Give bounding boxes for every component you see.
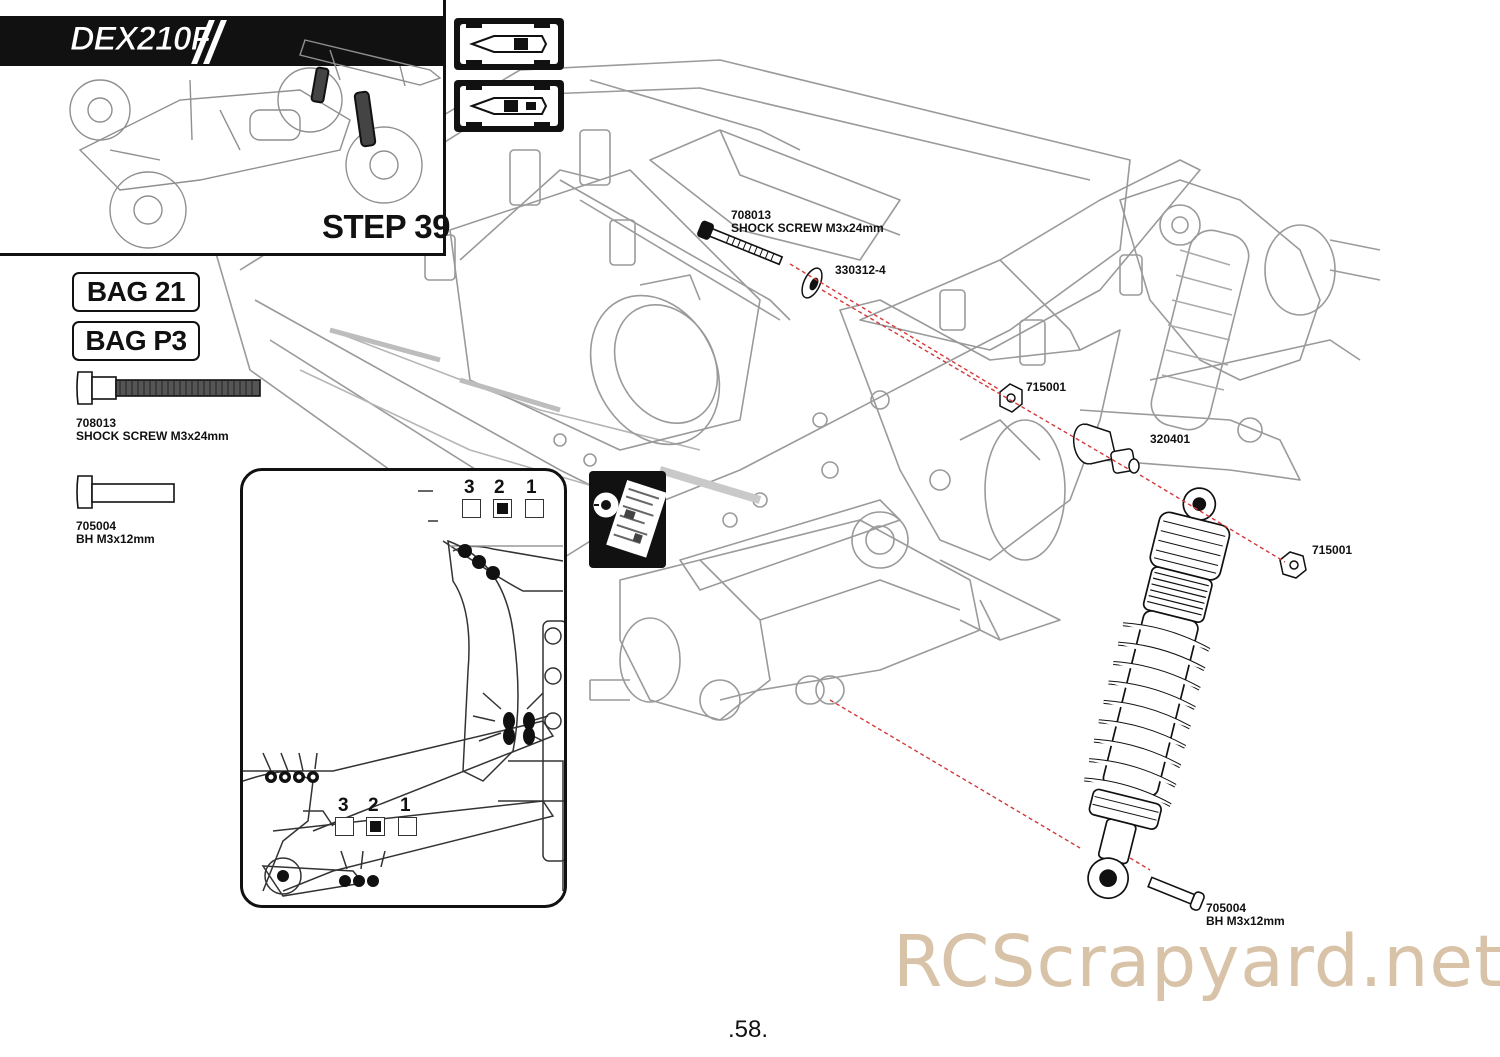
callout-name: BH M3x12mm	[1206, 914, 1285, 928]
bag-label: BAG P3	[72, 321, 200, 361]
callout-id: 320401	[1150, 432, 1191, 446]
position-number: 2	[368, 795, 379, 816]
step-title: STEP 39	[322, 208, 450, 245]
page-number: .58.	[728, 1016, 769, 1043]
part-name: SHOCK SCREW M3x24mm	[76, 429, 229, 443]
reference-sheet-icon	[589, 471, 666, 568]
position-number: 3	[464, 477, 475, 498]
position-box	[398, 817, 417, 836]
nut-upper-part	[999, 383, 1023, 413]
bag-label: BAG 21	[72, 272, 200, 312]
position-box	[525, 499, 544, 518]
shock-absorber-part	[1084, 487, 1231, 900]
callout-id: 330312-4	[835, 263, 886, 277]
part-name: BH M3x12mm	[76, 532, 155, 546]
mount-position-inset	[240, 468, 567, 908]
position-number: 1	[526, 477, 537, 498]
part-id: 708013	[76, 416, 117, 430]
callout-id: 708013	[731, 208, 772, 222]
car-rear-icon	[454, 80, 564, 132]
callout-id: 715001	[1026, 380, 1067, 394]
nut-right-part	[1279, 551, 1307, 579]
position-box	[335, 817, 354, 836]
part-id: 705004	[76, 519, 117, 533]
position-box	[462, 499, 481, 518]
position-number: 1	[400, 795, 411, 816]
position-box-selected	[366, 817, 385, 836]
position-number: 3	[338, 795, 349, 816]
position-box-selected	[493, 499, 512, 518]
callout-id: 705004	[1206, 901, 1247, 915]
callout-lines	[789, 263, 1286, 871]
car-front-icon	[454, 18, 564, 70]
model-logo: DEX210F	[69, 20, 211, 59]
bh-screw-bottom-part	[1147, 876, 1205, 911]
callout-name: SHOCK SCREW M3x24mm	[731, 221, 884, 235]
shock-screw-top-part	[697, 220, 784, 266]
buggy-overview-illustration	[69, 39, 442, 249]
callout-id: 715001	[1312, 543, 1353, 557]
washer-part	[801, 267, 823, 299]
position-number: 2	[494, 477, 505, 498]
watermark: RCScrapyard.net	[893, 920, 1500, 1003]
bushing-part	[1072, 423, 1140, 474]
